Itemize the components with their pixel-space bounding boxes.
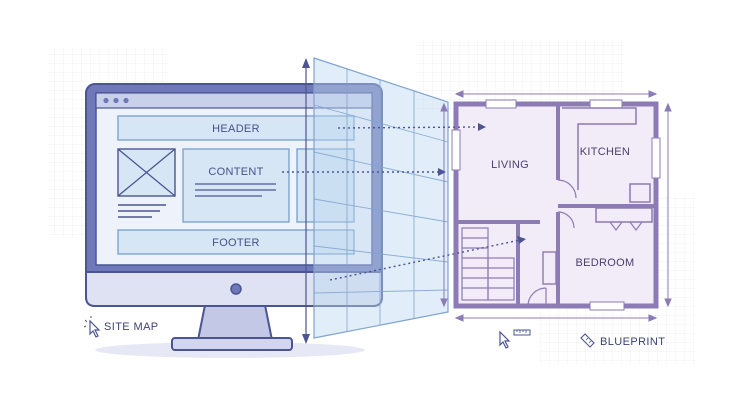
arrow-heads — [438, 123, 526, 244]
monitor-power-button — [230, 283, 242, 295]
room-label-living: LIVING — [491, 159, 529, 171]
content-block-label: CONTENT — [208, 166, 263, 178]
blueprint-caption: BLUEPRINT — [499, 329, 665, 349]
ruler-icon — [513, 329, 531, 336]
monitor: HEADER CONTENT FOOTER — [85, 83, 383, 358]
browser-dot — [123, 97, 129, 104]
room-label-kitchen: KITCHEN — [580, 146, 630, 158]
site-map-label: SITE MAP — [104, 321, 159, 333]
cursor-icon — [499, 330, 511, 349]
image-placeholder-icon — [117, 148, 176, 197]
text-lines-content — [195, 183, 276, 197]
browser-dot — [103, 97, 109, 104]
room-label-bedroom: BEDROOM — [576, 257, 635, 269]
dimension-lines — [440, 90, 672, 322]
blueprint-label: BLUEPRINT — [600, 336, 665, 348]
ruler-icon — [580, 333, 595, 348]
browser-dot — [113, 97, 119, 104]
mapping-arrows — [282, 126, 521, 281]
site-map-caption: SITE MAP — [83, 316, 159, 338]
projection-plane — [302, 57, 449, 344]
floor-plan: LIVING KITCHEN BEDROOM — [451, 99, 661, 311]
header-block-label: HEADER — [212, 123, 260, 135]
text-lines-left — [118, 204, 166, 218]
monitor-stand — [196, 304, 274, 341]
stairs — [461, 227, 515, 301]
footer-block-label: FOOTER — [212, 237, 260, 249]
browser-toolbar — [95, 92, 373, 109]
content-block — [182, 148, 290, 223]
monitor-base — [171, 337, 293, 351]
cursor-icon — [83, 316, 101, 338]
footer-block — [117, 229, 355, 255]
